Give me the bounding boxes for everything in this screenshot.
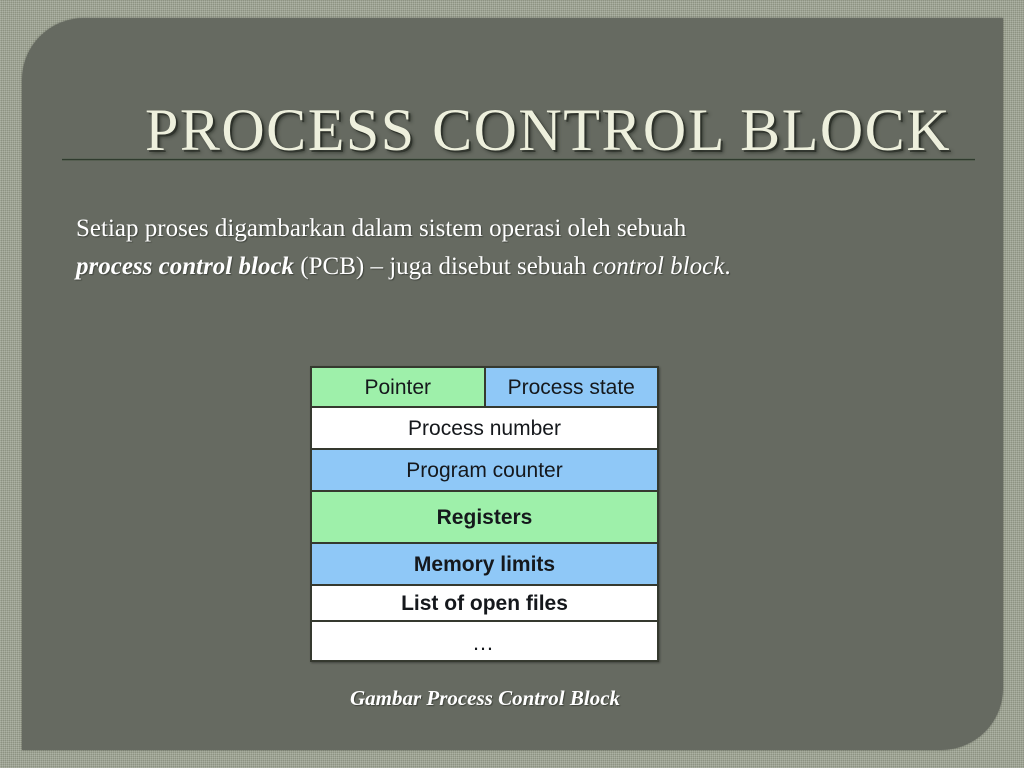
pcb-cell-pointer: Pointer [312, 368, 486, 406]
table-row: Process number [312, 408, 657, 450]
slide-panel: PROCESS CONTROL BLOCK Setiap proses diga… [22, 18, 1003, 750]
body-term-pcb: process control block [76, 253, 295, 280]
table-row: Program counter [312, 450, 657, 492]
pcb-diagram-table: Pointer Process state Process number Pro… [310, 366, 659, 662]
table-row: Registers [312, 492, 657, 544]
pcb-cell-process-number: Process number [312, 408, 657, 448]
body-paragraph: Setiap proses digambarkan dalam sistem o… [76, 210, 956, 286]
pcb-cell-program-counter: Program counter [312, 450, 657, 490]
body-term-control-block: control block [592, 253, 725, 280]
pcb-cell-list-of-open-files: List of open files [312, 586, 657, 620]
body-line-1: Setiap proses digambarkan dalam sistem o… [76, 215, 687, 242]
pcb-cell-ellipsis: … [312, 622, 657, 660]
body-line-2-mid: (PCB) – juga disebut sebuah [294, 253, 593, 280]
page-title: PROCESS CONTROL BLOCK [144, 97, 952, 163]
table-row: Pointer Process state [312, 368, 657, 408]
table-row: List of open files [312, 586, 657, 622]
pcb-cell-memory-limits: Memory limits [312, 544, 657, 584]
title-divider [62, 158, 975, 161]
body-line-2-end: . [724, 253, 731, 280]
table-row: Memory limits [312, 544, 657, 586]
pcb-cell-registers: Registers [312, 492, 657, 542]
table-row: … [312, 622, 657, 660]
figure-caption: Gambar Process Control Block [349, 686, 621, 710]
pcb-cell-process-state: Process state [485, 368, 657, 406]
